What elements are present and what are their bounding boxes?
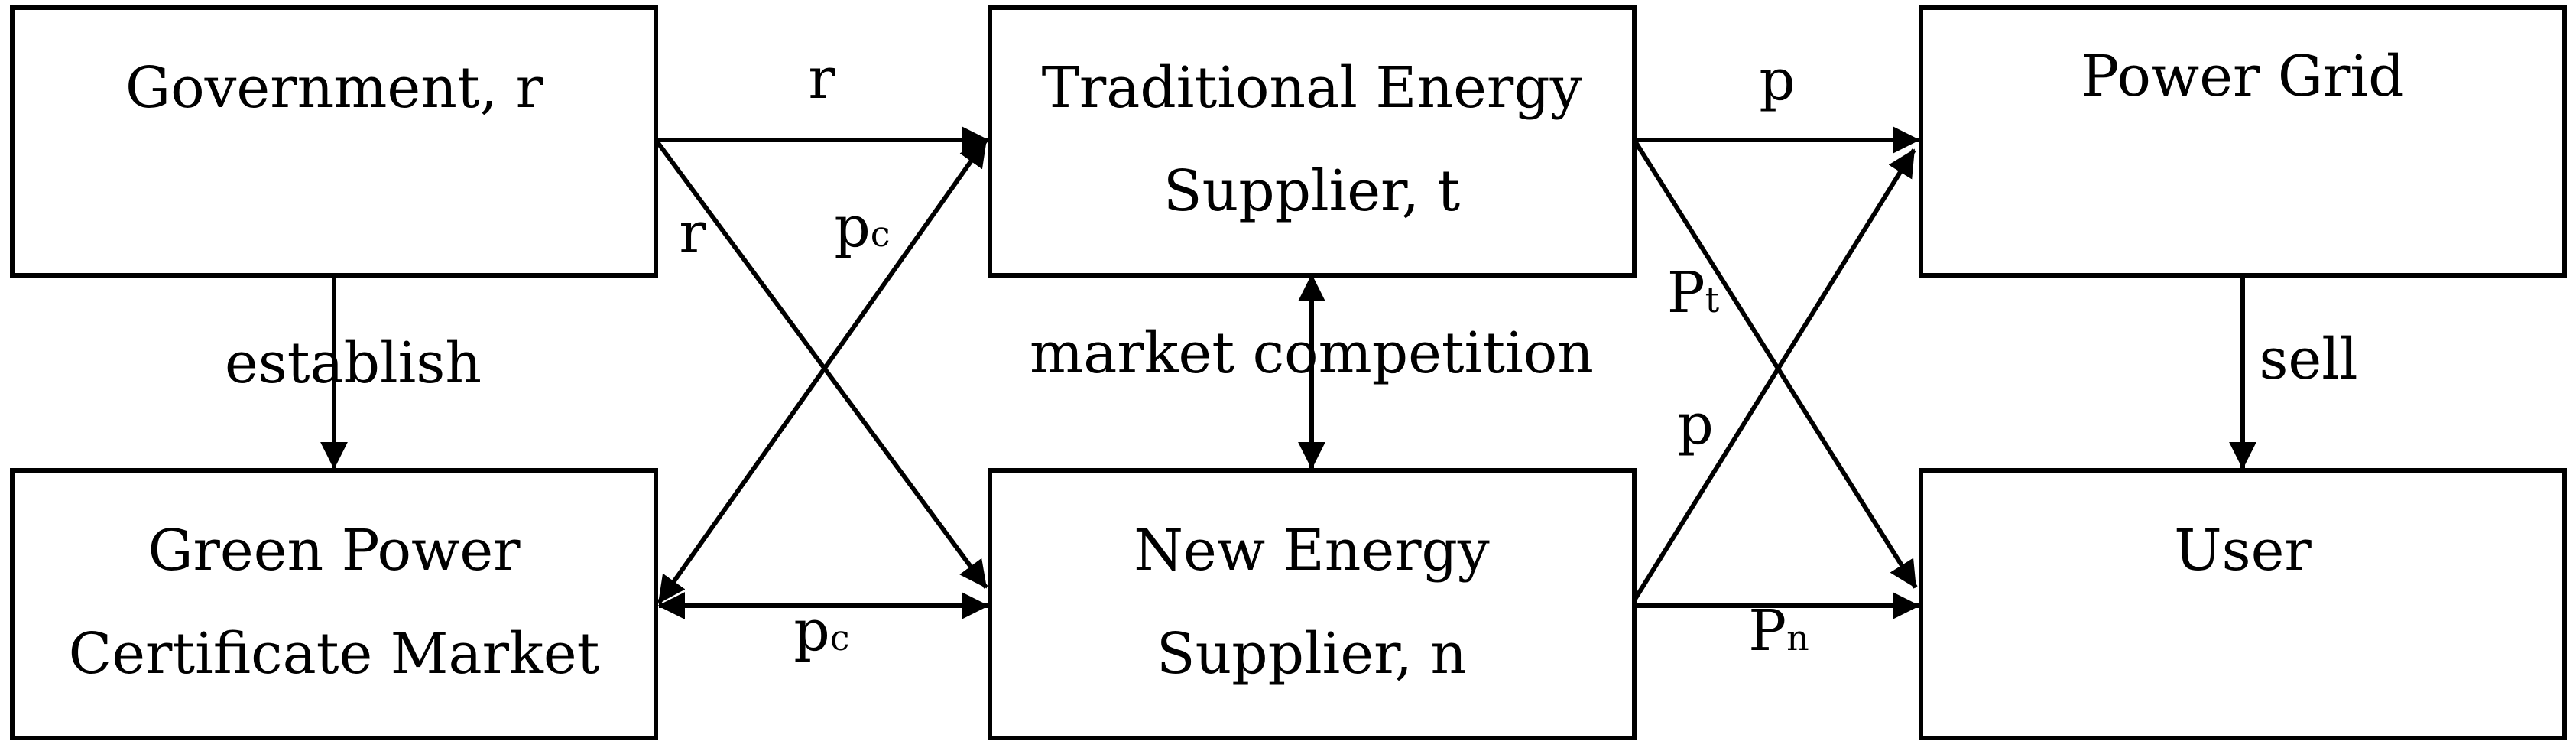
node-traditional-label-line1: Traditional Energy bbox=[1042, 55, 1582, 121]
edge-certificate-to-traditional bbox=[657, 138, 988, 604]
label-market-competition: market competition bbox=[1030, 320, 1594, 386]
label-gov-to-new: r bbox=[679, 200, 706, 266]
label-cert-new: pc bbox=[793, 598, 849, 664]
edge-traditional-to-user bbox=[1632, 138, 1918, 589]
label-new-to-user-base: P bbox=[1748, 598, 1786, 664]
edges bbox=[320, 126, 2256, 619]
label-cert-to-trad-sub: c bbox=[871, 213, 891, 255]
node-new-energy-supplier: New Energy Supplier, n bbox=[988, 468, 1637, 740]
node-traditional-energy-supplier: Traditional Energy Supplier, t bbox=[988, 5, 1637, 278]
label-cert-to-trad-base: p bbox=[834, 194, 870, 260]
label-trad-to-user: Pt bbox=[1667, 260, 1720, 326]
node-certificate-label-line2: Certificate Market bbox=[69, 621, 600, 687]
node-new-energy-label-line2: Supplier, n bbox=[1157, 621, 1467, 687]
node-new-energy-label-line1: New Energy bbox=[1134, 518, 1490, 584]
node-traditional-label-line2: Supplier, t bbox=[1163, 158, 1461, 224]
edge-labels: r r pc establish market competition p Pt… bbox=[225, 46, 2358, 664]
label-establish: establish bbox=[225, 330, 482, 396]
node-user-label: User bbox=[2174, 518, 2312, 584]
label-cert-new-base: p bbox=[793, 598, 829, 664]
label-cert-to-trad: pc bbox=[834, 194, 890, 260]
label-new-to-grid: p bbox=[1677, 392, 1713, 457]
node-government-label: Government, r bbox=[125, 55, 543, 121]
node-power-grid-label: Power Grid bbox=[2081, 44, 2405, 109]
label-new-to-user: Pn bbox=[1748, 598, 1809, 664]
label-sell: sell bbox=[2259, 327, 2357, 392]
node-power-grid: Power Grid bbox=[1919, 5, 2567, 278]
node-green-power-certificate-market: Green Power Certificate Market bbox=[10, 468, 658, 740]
node-certificate-label-line1: Green Power bbox=[148, 518, 521, 584]
label-trad-to-grid: p bbox=[1759, 47, 1795, 113]
label-trad-to-user-sub: t bbox=[1705, 279, 1720, 320]
edge-new-energy-to-grid bbox=[1632, 148, 1916, 602]
node-user: User bbox=[1919, 468, 2567, 740]
label-cert-new-sub: c bbox=[830, 617, 850, 658]
label-trad-to-user-base: P bbox=[1667, 260, 1705, 326]
label-gov-to-trad: r bbox=[808, 46, 835, 112]
label-new-to-user-sub: n bbox=[1786, 617, 1809, 658]
node-government: Government, r bbox=[10, 5, 658, 278]
